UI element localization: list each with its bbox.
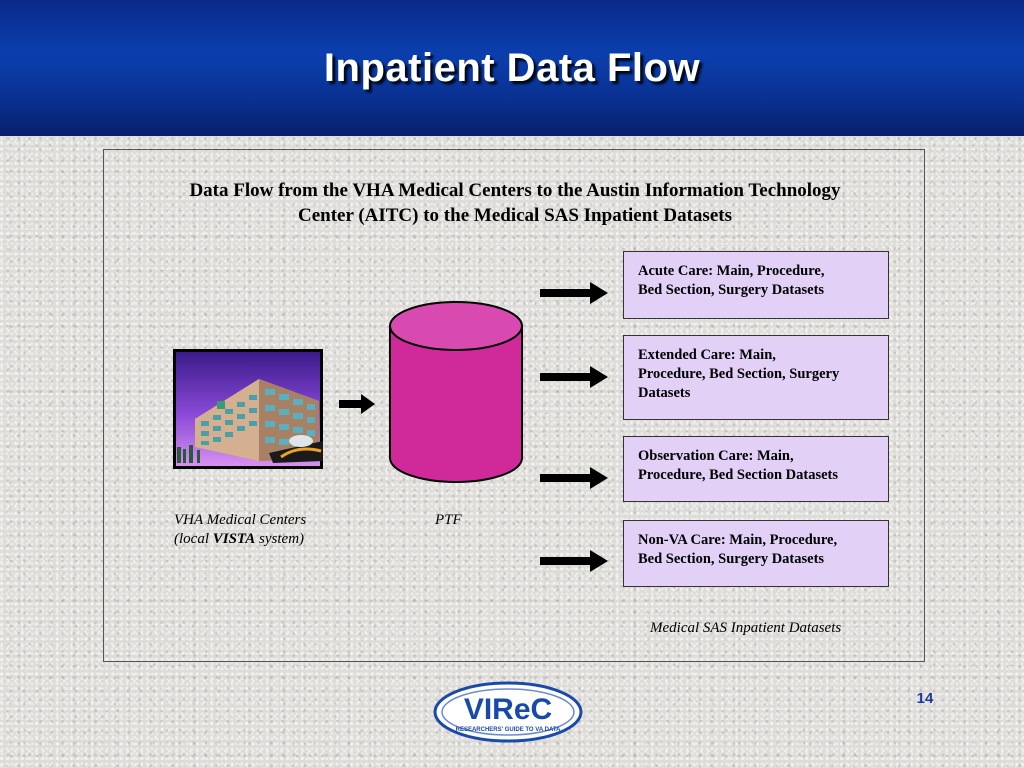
dataset-line: Procedure, Bed Section, Surgery [638,366,840,382]
arrow-to-ptf [339,394,375,414]
dataset-line: Acute Care: Main, Procedure, [638,263,825,279]
arrow-to-non-va-care [540,550,608,572]
dataset-line: Datasets [638,385,691,401]
diagram-heading: Data Flow from the VHA Medical Centers t… [110,178,920,228]
dataset-line: Procedure, Bed Section Datasets [638,467,839,483]
source-caption: VHA Medical Centers (local VISTA system) [174,511,306,549]
source-caption-vista: VISTA [212,531,256,547]
dataset-box-non-va-care: Non-VA Care: Main, Procedure, Bed Sectio… [623,520,889,587]
dataset-box-extended-care: Extended Care: Main, Procedure, Bed Sect… [623,335,889,420]
diagram-heading-line1: Data Flow from the VHA Medical Centers t… [189,180,841,201]
hospital-building-icon [173,349,323,469]
source-caption-prefix: (local [174,531,213,547]
dataset-line: Non-VA Care: Main, Procedure, [638,532,838,548]
source-caption-line1: VHA Medical Centers [174,512,307,528]
diagram-heading-line2: Center (AITC) to the Medical SAS Inpatie… [298,205,732,226]
page-number: 14 [916,690,934,707]
arrow-to-observation-care [540,467,608,489]
database-cylinder-icon [389,301,523,483]
virec-logo: VIReC RESEARCHERS' GUIDE TO VA DATA [433,681,583,743]
dataset-line: Extended Care: Main, [638,347,776,363]
ptf-caption: PTF [435,512,462,528]
dataset-box-acute-care: Acute Care: Main, Procedure, Bed Section… [623,251,889,319]
source-caption-suffix: system) [255,531,305,547]
slide-title: Inpatient Data Flow [323,46,701,90]
dataset-box-observation-care: Observation Care: Main, Procedure, Bed S… [623,436,889,502]
title-banner: Inpatient Data Flow [0,0,1024,136]
diagram-frame [103,149,925,662]
arrow-to-extended-care [540,366,608,388]
dataset-line: Bed Section, Surgery Datasets [638,282,825,298]
dataset-line: Bed Section, Surgery Datasets [638,551,825,567]
logo-wordmark: VIReC [464,693,552,726]
arrow-to-acute-care [540,282,608,304]
dataset-line: Observation Care: Main, [638,448,794,464]
logo-tagline: RESEARCHERS' GUIDE TO VA DATA [456,727,561,733]
datasets-caption: Medical SAS Inpatient Datasets [650,620,842,636]
